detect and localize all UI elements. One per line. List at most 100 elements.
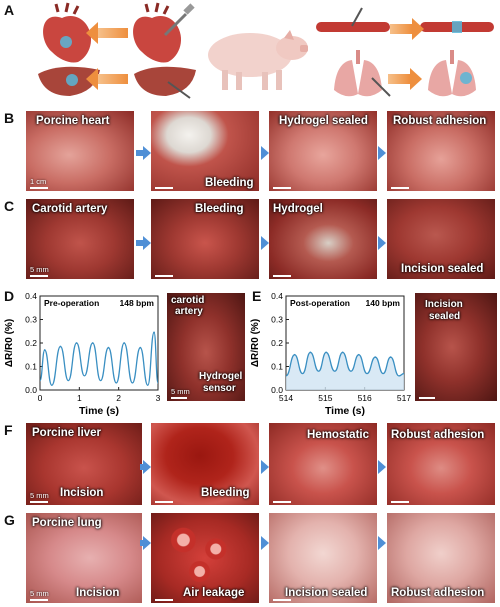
photo-incision-sealed: Incision sealed <box>414 292 498 402</box>
photo-heart-robust-adhesion: Robust adhesion <box>386 110 496 192</box>
y-tick-label: 0.2 <box>271 338 283 348</box>
x-axis-label: Time (s) <box>325 405 365 417</box>
arrow-right-icon <box>136 146 151 160</box>
series-line <box>39 331 159 386</box>
photo-liver-bleeding: Bleeding <box>150 422 260 506</box>
vessel-sealed-icon <box>420 21 494 33</box>
photo-label: artery <box>175 306 203 317</box>
peak-point <box>43 349 46 351</box>
panel-label-f: F <box>4 422 13 438</box>
photo-porcine-liver: Porcine liver Incision 5 mm <box>25 422 143 506</box>
scale-bar-label: 1 cm <box>30 177 47 186</box>
scale-bar <box>30 187 48 189</box>
y-tick-label: 0.4 <box>25 291 37 301</box>
pig-icon <box>208 30 308 90</box>
scale-bar <box>30 501 48 503</box>
scale-bar <box>391 187 409 189</box>
scale-bar-label: 5 mm <box>30 491 49 500</box>
photo-label: Air leakage <box>183 587 245 599</box>
scale-bar <box>391 501 409 503</box>
x-tick-label: 516 <box>358 393 372 403</box>
peak-point <box>153 331 155 334</box>
scale-bar <box>273 275 291 277</box>
photo-label: Porcine liver <box>32 427 102 439</box>
photo-label: Bleeding <box>201 487 250 499</box>
photo-lung-air-leakage: Air leakage <box>150 512 260 604</box>
arrow-right-icon <box>136 236 151 250</box>
arrow-left-icon <box>86 68 128 90</box>
photo-label: Carotid artery <box>32 203 108 215</box>
arrow-right-icon <box>388 68 422 90</box>
photo-label: Incision <box>425 299 463 310</box>
lungs-sealed-icon <box>428 50 476 97</box>
chart-title: Pre-operation <box>44 298 99 308</box>
heart-injection-icon <box>133 2 195 63</box>
photo-label: Porcine heart <box>36 115 110 127</box>
arrow-right-icon <box>378 236 386 250</box>
x-tick-label: 0 <box>38 393 43 403</box>
panel-a-illustration <box>38 2 494 99</box>
series-area <box>286 352 404 390</box>
series-line <box>285 351 405 377</box>
photo-liver-robust-adhesion: Robust adhesion <box>386 422 496 506</box>
scale-bar <box>273 187 291 189</box>
scale-bar <box>273 501 291 503</box>
peak-point <box>91 342 94 344</box>
chart-annotation: 148 bpm <box>120 298 155 308</box>
scale-bar-label: 5 mm <box>30 589 49 598</box>
y-tick-label: 0.1 <box>271 362 283 372</box>
y-axis-label: ΔR/R0 (%) <box>250 319 261 367</box>
photo-artery-incision-sealed: Incision sealed <box>386 198 496 280</box>
panel-label-c: C <box>4 198 15 214</box>
scale-bar <box>155 187 173 189</box>
peak-point <box>107 346 110 349</box>
scale-bar <box>30 275 48 277</box>
photo-label: Robust adhesion <box>391 429 485 441</box>
photo-artery-bleeding: Bleeding <box>150 198 260 280</box>
panel-label-g: G <box>4 512 15 528</box>
photo-label: Robust adhesion <box>391 587 485 599</box>
peak-point <box>309 351 312 354</box>
photo-label: Incision sealed <box>285 587 368 599</box>
panel-label-e: E <box>252 288 262 304</box>
peak-point <box>293 353 296 356</box>
arrow-right-icon <box>261 236 269 250</box>
photo-label: Hydrogel <box>273 203 323 215</box>
x-tick-label: 517 <box>397 393 411 403</box>
photo-label: Hydrogel <box>199 371 243 382</box>
arrow-right-icon <box>140 536 151 550</box>
photo-label: sealed <box>429 311 461 322</box>
liver-icon <box>38 66 100 96</box>
liver-incision-icon <box>134 66 196 99</box>
peak-point <box>389 356 392 358</box>
chart-annotation: 140 bpm <box>366 298 401 308</box>
arrow-right-icon <box>378 460 386 474</box>
x-axis-label: Time (s) <box>79 405 119 417</box>
peak-point <box>374 356 377 358</box>
photo-label: Robust adhesion <box>393 115 487 127</box>
lungs-incision-icon <box>334 50 391 97</box>
photo-label: Bleeding <box>195 203 244 215</box>
photo-label: Incision sealed <box>401 263 484 275</box>
photo-carotid-artery: Carotid artery 5 mm <box>25 198 135 280</box>
photo-artery-hydrogel: Hydrogel <box>268 198 378 280</box>
scale-bar-label: 5 mm <box>171 387 190 396</box>
scale-bar <box>419 397 435 399</box>
photo-label: Incision <box>60 487 104 499</box>
peak-point <box>75 342 78 344</box>
scale-bar <box>155 501 173 503</box>
photo-lung-robust-adhesion: Robust adhesion <box>386 512 496 604</box>
arrow-left-icon <box>86 22 128 44</box>
photo-lung-incision-sealed: Incision sealed <box>268 512 378 604</box>
peak-point <box>139 346 142 349</box>
y-tick-label: 0.0 <box>271 385 283 395</box>
peak-point <box>123 342 126 344</box>
x-tick-label: 3 <box>156 393 161 403</box>
x-tick-label: 514 <box>279 393 293 403</box>
photo-label: Incision <box>76 587 120 599</box>
photo-heart-bleeding: Bleeding <box>150 110 260 192</box>
scale-bar <box>30 599 48 601</box>
